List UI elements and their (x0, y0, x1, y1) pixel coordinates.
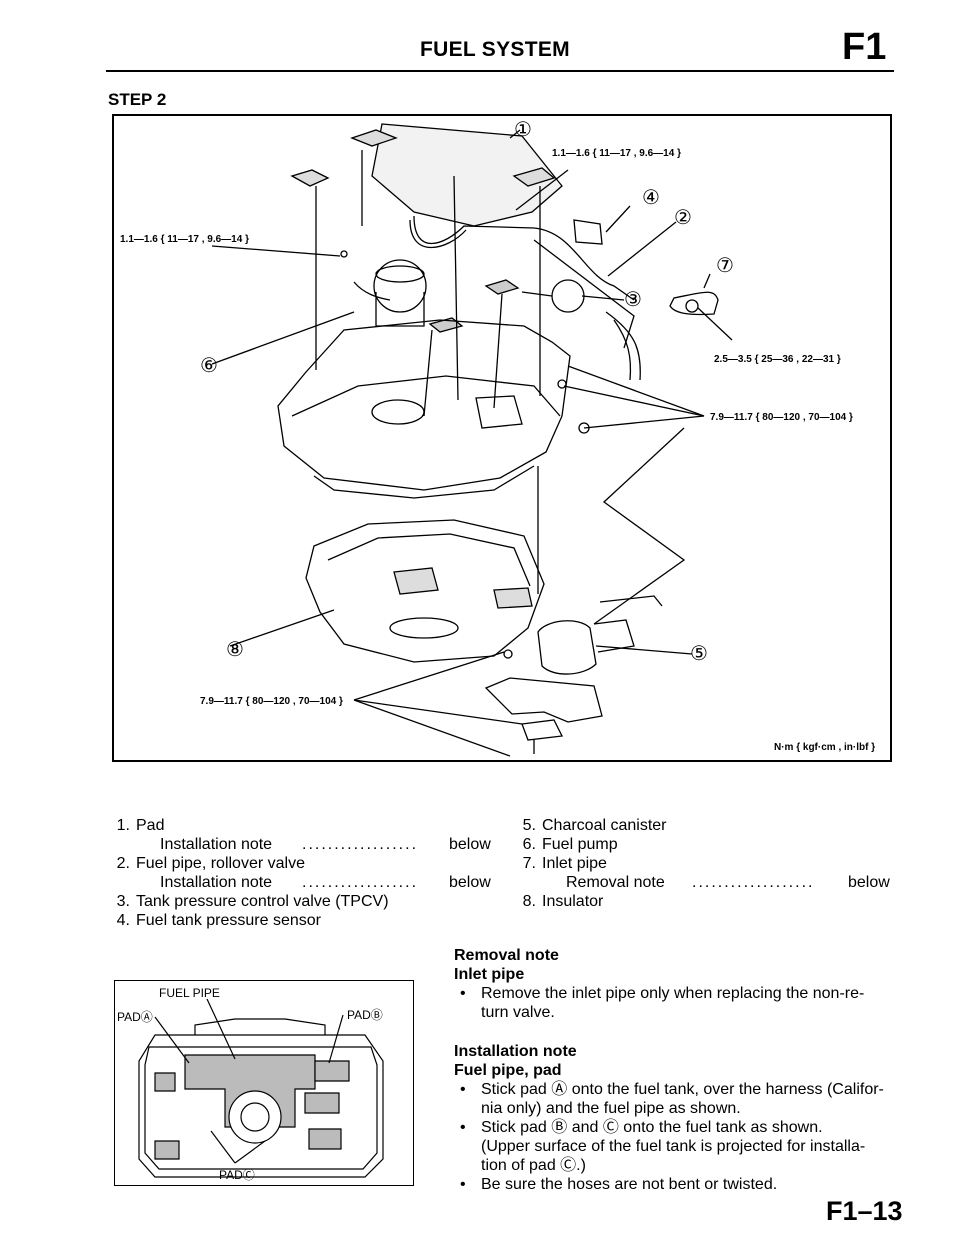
charcoal-canister-shape (537, 620, 597, 675)
part-name: Fuel pump (542, 836, 618, 853)
section-code: F1 (842, 26, 887, 68)
installation-note-heading: Installation note (454, 1043, 577, 1060)
torque-label-bottom: 7.9—11.7 { 80—120 , 70—104 } (200, 696, 343, 707)
pad-a-label: PADⒶ (117, 1010, 153, 1024)
pad-c-label: PADⒸ (219, 1168, 255, 1182)
list-item: 2.Fuel pipe, rollover valve (116, 855, 305, 872)
exploded-view-figure: 1.1—1.6 { 11—17 , 9.6—14 } 1.1—1.6 { 11—… (112, 114, 892, 762)
pad-b-label: PADⒷ (347, 1008, 383, 1022)
header-rule (106, 70, 894, 72)
pad-placement-drawing: FUEL PIPE PADⒶ PADⒷ PADⒸ (117, 986, 384, 1182)
fuel-tank-shape (277, 319, 571, 491)
torque-label-top: 1.1—1.6 { 11—17 , 9.6—14 } (552, 148, 681, 159)
list-item-note: Installation note .................. bel… (160, 874, 491, 891)
list-item: 1.Pad (116, 817, 165, 834)
removal-bullet: Remove the inlet pipe only when replacin… (454, 984, 904, 1022)
installation-bullet: Stick pad Ⓐ onto the fuel tank, over the… (454, 1080, 904, 1118)
part-name: Insulator (542, 893, 604, 910)
pad-large-shape (371, 123, 563, 227)
list-item: 6.Fuel pump (522, 836, 618, 853)
callout-5: ⑤ (690, 641, 708, 665)
part-name: Tank pressure control valve (TPCV) (136, 893, 389, 910)
fuel-pipe-shape (413, 215, 635, 301)
part-name: Charcoal canister (542, 817, 667, 834)
list-item: 4.Fuel tank pressure sensor (116, 912, 321, 929)
list-item: 5.Charcoal canister (522, 817, 667, 834)
page-number: F1–13 (826, 1196, 903, 1226)
pad-b-hatch (314, 1060, 350, 1082)
callout-2: ② (674, 205, 692, 229)
callout-6: ⑥ (200, 353, 218, 377)
list-item: 8.Insulator (522, 893, 604, 910)
list-item-note: Removal note ................... below (566, 874, 890, 891)
part-name: Inlet pipe (542, 855, 607, 872)
insulator-shape (305, 519, 545, 663)
torque-label-left: 1.1—1.6 { 11—17 , 9.6—14 } (120, 234, 249, 245)
installation-note-subheading: Fuel pipe, pad (454, 1062, 562, 1079)
fuel-pipe-label: FUEL PIPE (159, 986, 220, 1000)
fuel-pump-shape (373, 259, 427, 313)
callout-3: ③ (624, 287, 642, 311)
parts-list-right-column: 5.Charcoal canister 6.Fuel pump 7.Inlet … (518, 816, 898, 911)
removal-note-heading: Removal note (454, 947, 559, 964)
torque-label-right-lower: 7.9—11.7 { 80—120 , 70—104 } (710, 412, 853, 423)
removal-note-section: Removal note Inlet pipe Remove the inlet… (454, 946, 904, 1022)
removal-note-subheading: Inlet pipe (454, 966, 525, 983)
callout-8: ⑧ (226, 637, 244, 661)
part-name: Fuel tank pressure sensor (136, 912, 321, 929)
list-item: 7.Inlet pipe (522, 855, 607, 872)
callout-7: ⑦ (716, 253, 734, 277)
torque-label-right-upper: 2.5—3.5 { 25—36 , 22—31 } (714, 354, 841, 365)
installation-note-section: Installation note Fuel pipe, pad Stick p… (454, 1042, 904, 1194)
list-item: 3.Tank pressure control valve (TPCV) (116, 893, 389, 910)
callout-4: ④ (642, 185, 660, 209)
part-name: Pad (136, 817, 165, 834)
installation-bullet: Be sure the hoses are not bent or twiste… (454, 1175, 904, 1194)
parts-list-left-column: 1.Pad Installation note ................… (112, 816, 492, 930)
exploded-view-drawing: 1.1—1.6 { 11—17 , 9.6—14 } 1.1—1.6 { 11—… (120, 117, 875, 757)
part-name: Fuel pipe, rollover valve (136, 855, 305, 872)
page-header-title: FUEL SYSTEM (420, 38, 570, 61)
list-item-note: Installation note .................. bel… (160, 836, 491, 853)
inlet-pipe-shape (669, 291, 719, 316)
torque-units-legend: N·m { kgf·cm , in·lbf } (774, 742, 875, 753)
step-label: STEP 2 (108, 90, 167, 109)
installation-bullet: Stick pad Ⓑ and Ⓒ onto the fuel tank as … (454, 1118, 904, 1175)
callout-1: ① (514, 117, 532, 141)
pad-placement-figure: FUEL PIPE PADⒶ PADⒷ PADⒸ (114, 980, 414, 1186)
